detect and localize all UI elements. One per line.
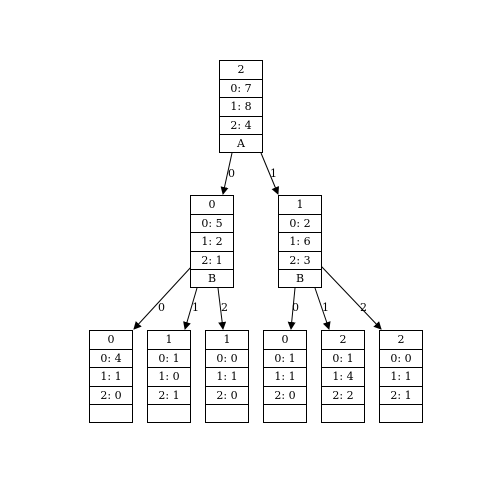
node-header: 0 [264, 331, 306, 350]
node-row: 2: 0 [206, 387, 248, 406]
node-header: 2 [220, 61, 262, 80]
tree-node-leaf-5: 2 0: 1 1: 4 2: 2 [321, 330, 365, 423]
node-header: 2 [380, 331, 422, 350]
node-footer [264, 405, 306, 424]
edge-label-mid-left-to-leaf-1: 0 [158, 301, 165, 314]
node-row: 1: 2 [191, 233, 233, 252]
node-row: 0: 0 [380, 350, 422, 369]
tree-node-leaf-3: 1 0: 0 1: 1 2: 0 [205, 330, 249, 423]
node-row: 0: 7 [220, 80, 262, 99]
node-row: 1: 6 [279, 233, 321, 252]
node-row: 1: 1 [380, 368, 422, 387]
node-row: 1: 8 [220, 98, 262, 117]
edge-label-mid-right-to-leaf-5: 1 [322, 301, 329, 314]
node-row: 1: 1 [264, 368, 306, 387]
edge-mid-right-to-leaf-4 [287, 287, 296, 330]
node-row: 1: 1 [206, 368, 248, 387]
node-row: 1: 4 [322, 368, 364, 387]
node-header: 1 [279, 196, 321, 215]
node-header: 2 [322, 331, 364, 350]
node-row: 1: 1 [90, 368, 132, 387]
node-footer: A [237, 137, 245, 151]
node-row: 2: 2 [322, 387, 364, 406]
node-row: 0: 4 [90, 350, 132, 369]
tree-node-mid-right: 1 0: 2 1: 6 2: 3 B [278, 195, 322, 288]
node-footer [380, 405, 422, 424]
edge-label-mid-left-to-leaf-3: 2 [221, 301, 228, 314]
node-row: 2: 3 [279, 252, 321, 271]
edge-root-to-mid-right [260, 152, 280, 195]
node-row: 0: 2 [279, 215, 321, 234]
node-row: 0: 5 [191, 215, 233, 234]
node-footer: B [295, 272, 305, 286]
node-footer [148, 405, 190, 424]
edge-mid-left-to-leaf-3 [217, 287, 227, 330]
node-footer: B [207, 272, 217, 286]
edge-label-mid-left-to-leaf-2: 1 [192, 301, 199, 314]
node-header: 0 [90, 331, 132, 350]
node-header: 0 [191, 196, 233, 215]
edge-label-root-to-mid-right: 1 [270, 167, 277, 180]
tree-node-leaf-6: 2 0: 0 1: 1 2: 1 [379, 330, 423, 423]
node-row: 2: 0 [90, 387, 132, 406]
node-row: 2: 0 [264, 387, 306, 406]
tree-node-mid-left: 0 0: 5 1: 2 2: 1 B [190, 195, 234, 288]
node-footer [322, 405, 364, 424]
node-row: 2: 1 [380, 387, 422, 406]
tree-node-leaf-2: 1 0: 1 1: 0 2: 1 [147, 330, 191, 423]
node-row: 2: 4 [220, 117, 262, 136]
node-row: 2: 1 [191, 252, 233, 271]
node-row: 2: 1 [148, 387, 190, 406]
edge-label-mid-right-to-leaf-6: 2 [360, 301, 367, 314]
edge-mid-right-to-leaf-5 [314, 287, 331, 330]
edge-label-root-to-mid-left: 0 [228, 167, 235, 180]
tree-node-root: 2 0: 7 1: 8 2: 4 A [219, 60, 263, 153]
edge-mid-right-to-leaf-6 [320, 265, 382, 330]
node-header: 1 [148, 331, 190, 350]
node-row: 0: 1 [322, 350, 364, 369]
edge-mid-left-to-leaf-1 [133, 265, 193, 330]
node-row: 0: 1 [148, 350, 190, 369]
node-row: 1: 0 [148, 368, 190, 387]
node-footer [90, 405, 132, 424]
tree-node-leaf-4: 0 0: 1 1: 1 2: 0 [263, 330, 307, 423]
edge-mid-left-to-leaf-2 [183, 287, 198, 330]
edge-label-mid-right-to-leaf-4: 0 [292, 301, 299, 314]
edge-root-to-mid-left [220, 152, 233, 195]
node-row: 0: 1 [264, 350, 306, 369]
node-footer [206, 405, 248, 424]
tree-node-leaf-1: 0 0: 4 1: 1 2: 0 [89, 330, 133, 423]
node-row: 0: 0 [206, 350, 248, 369]
node-header: 1 [206, 331, 248, 350]
